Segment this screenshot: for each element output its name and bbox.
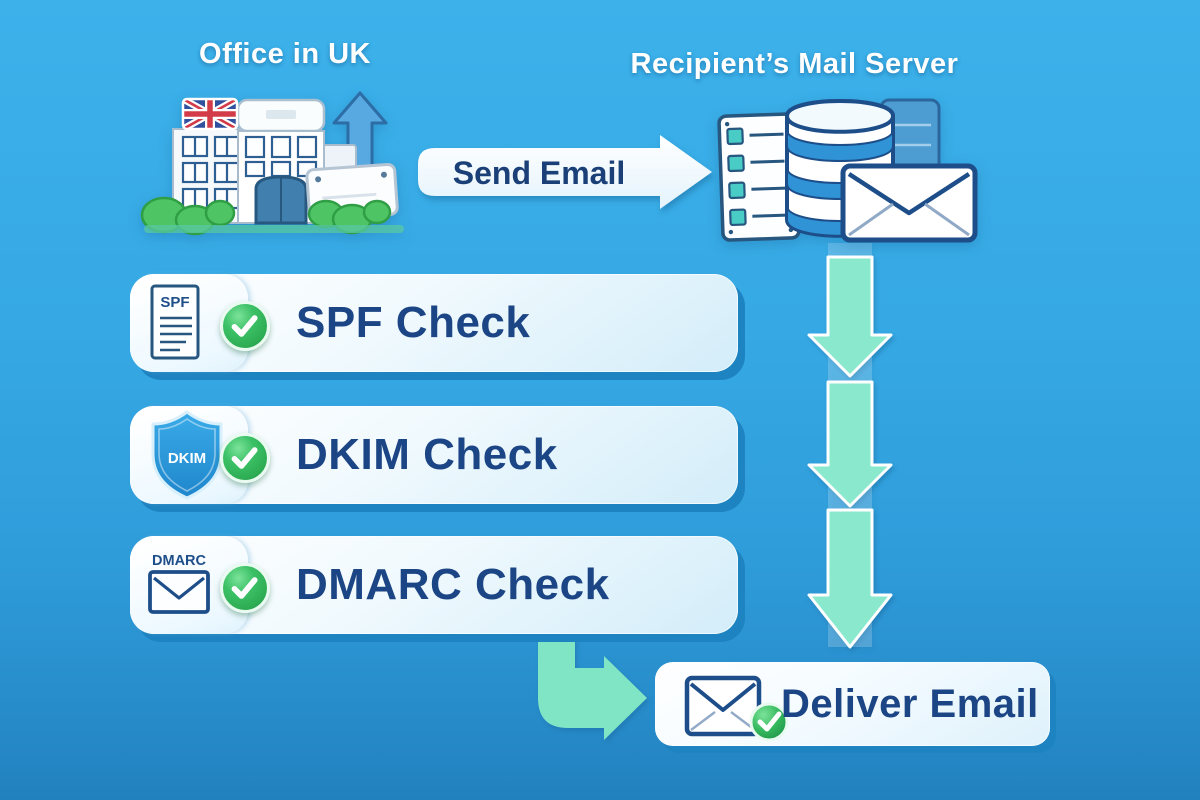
deliver-email-box: Deliver Email — [655, 662, 1050, 746]
uk-flag-icon — [183, 99, 237, 129]
office-title: Office in UK — [199, 38, 371, 70]
check-icon — [220, 563, 270, 613]
spf-check-label: SPF Check — [296, 298, 531, 347]
spf-icon-panel: SPF — [130, 274, 248, 372]
down-arrow-icon — [807, 255, 893, 378]
server-rack-panel — [717, 112, 801, 242]
document-icon: SPF — [150, 284, 200, 360]
dkim-check-step: DKIM DKIM Check — [130, 406, 738, 504]
dmarc-check-label: DMARC Check — [296, 560, 610, 609]
dmarc-badge-label: DMARC — [152, 553, 206, 569]
dkim-icon-panel: DKIM — [130, 406, 248, 504]
flow-down-arrows — [807, 243, 893, 649]
deliver-email-label: Deliver Email — [781, 681, 1039, 726]
building-windows — [181, 135, 241, 210]
envelope-icon — [840, 163, 978, 243]
check-icon — [220, 301, 270, 351]
check-icon — [220, 433, 270, 483]
dkim-badge-label: DKIM — [168, 450, 206, 467]
spf-check-step: SPF SPF Check — [130, 274, 738, 372]
office-building-illustration — [140, 91, 404, 236]
shield-icon: DKIM — [151, 410, 223, 500]
envelope-check-icon — [684, 675, 789, 742]
down-arrow-icon — [807, 508, 893, 649]
down-arrow-icon — [807, 380, 893, 508]
send-email-label: Send Email — [453, 155, 626, 191]
mail-server-illustration — [717, 98, 978, 243]
ground — [144, 225, 404, 233]
spf-badge-label: SPF — [160, 294, 189, 311]
envelope-icon: DMARC — [148, 553, 210, 614]
tower-windows — [244, 135, 318, 178]
dmarc-check-step: DMARC DMARC Check — [130, 536, 738, 634]
deliver-curve-arrow-icon — [538, 634, 647, 740]
dkim-check-label: DKIM Check — [296, 430, 558, 479]
server-title: Recipient’s Mail Server — [630, 48, 959, 80]
send-email-arrow: Send Email — [418, 135, 712, 209]
